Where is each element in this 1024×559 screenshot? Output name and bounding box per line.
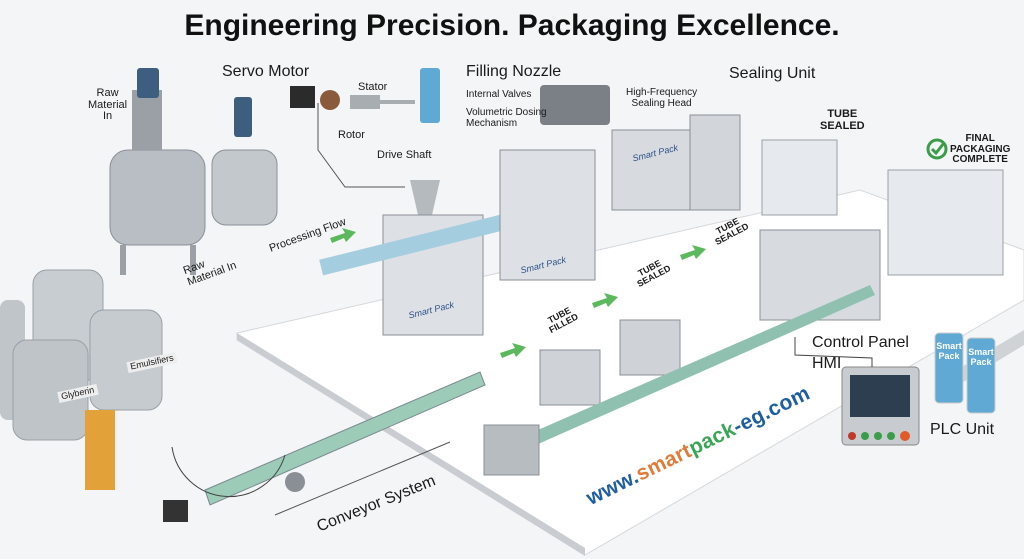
drive-shaft-label: Drive Shaft [377,149,432,161]
gear-detail-circle [171,446,286,498]
panel-leader [794,337,873,367]
sealing-machine [611,114,741,211]
filler-tube [420,68,440,123]
conveyor-leader [274,441,451,516]
filling-machine [319,180,556,336]
label-line: Material [88,98,128,111]
plc-unit-label: PLC Unit [930,421,995,438]
leader-line [317,103,405,188]
capping-machine [499,149,596,281]
storage-tanks [0,269,163,441]
dosing-mechanism [540,85,610,125]
label-line: TUBE [827,108,858,120]
label-line: COMPLETE [952,154,1008,165]
volumetric-dosing-label: Volumetric Dosing Mechanism [466,107,547,129]
label-line: Volumetric Dosing [466,107,547,118]
cartoning-line [483,229,881,476]
tube-sealed-label-top: TUBE SEALED [820,108,865,132]
platform-edge [237,333,585,556]
control-panel [841,366,920,446]
display-case-1 [761,139,838,216]
internal-valves-label: Internal Valves [466,89,532,100]
flow-arrows [330,228,706,358]
filling-nozzle-label: Filling Nozzle [466,63,562,80]
final-packaging-label: FINAL PACKAGING COMPLETE [950,133,1011,166]
label-line: FINAL [965,133,995,144]
label-line: PACKAGING [950,143,1011,155]
raw-material-in-label: Raw Material In [88,87,128,123]
mixing-tank-large [109,68,206,275]
product-tubes [934,332,996,414]
servo-motor-exploded [290,86,415,110]
stator-label: Stator [358,81,388,93]
mixing-tank-small [211,97,278,226]
page-title: Engineering Precision. Packaging Excelle… [184,9,840,42]
hf-sealing-head-label: High-Frequency Sealing Head [626,87,698,109]
sealing-unit-label: Sealing Unit [729,65,816,82]
label-line: High-Frequency [626,87,698,98]
label-line: Raw [96,87,119,99]
servo-motor-label: Servo Motor [222,63,310,80]
display-case-2 [887,169,1004,276]
label-line: Mechanism [466,117,518,129]
hmi-label: HMI [812,355,842,372]
check-icon [926,138,948,160]
label-line: Sealing Head [631,97,692,109]
lift-cart [85,410,115,490]
conveyor [163,371,486,522]
label-line: In [102,110,113,123]
tube-brand-1: Smart Pack [936,341,962,361]
label-line: SEALED [820,119,865,132]
control-panel-label: Control Panel [812,334,909,351]
rotor-label: Rotor [338,129,365,141]
tube-brand-2: Smart Pack [968,347,994,367]
